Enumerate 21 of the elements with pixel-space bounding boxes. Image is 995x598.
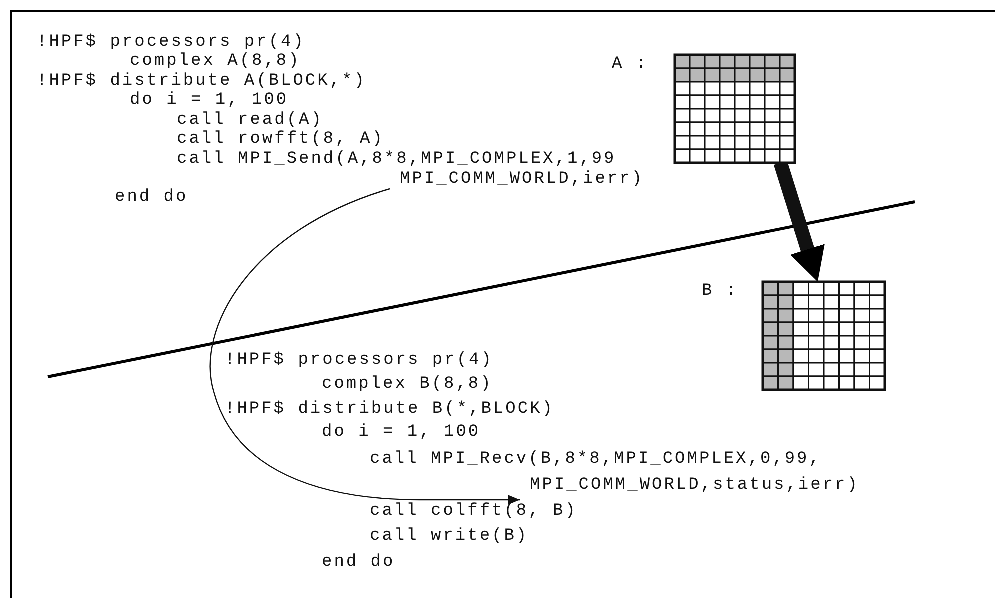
matrix-grid: [675, 55, 795, 163]
matrix-grid: [763, 282, 885, 390]
matrix-label: A :: [612, 56, 649, 74]
code-statement: call MPI_Recv(B,8*8,MPI_COMPLEX,0,99, MPI_COMM_WORLD,status,ierr): [370, 447, 870, 499]
matrix-label: B :: [702, 283, 739, 301]
code-line: call read(A): [177, 112, 324, 130]
code-line: !HPF$ processors pr(4): [225, 352, 494, 370]
curved-arrow: [210, 188, 520, 505]
code-line: call rowfft(8, A): [177, 131, 384, 149]
code-line: !HPF$ distribute B(*,BLOCK): [225, 401, 554, 419]
code-line: do i = 1, 100: [322, 424, 481, 442]
code-line: end do: [115, 189, 188, 207]
code-line: !HPF$ processors pr(4): [37, 34, 306, 52]
code-line: call write(B): [370, 528, 529, 546]
code-line: complex B(8,8): [322, 376, 493, 394]
code-line: end do: [322, 554, 396, 572]
code-statement: call MPI_Send(A,8*8,MPI_COMPLEX,1,99 MPI_COMM_WORLD,ierr): [177, 150, 660, 189]
code-line: complex A(8,8): [130, 53, 301, 71]
code-line: call colfft(8, B): [370, 503, 578, 521]
code-line: do i = 1, 100: [130, 92, 289, 110]
code-line: !HPF$ distribute A(BLOCK,*): [37, 73, 366, 91]
